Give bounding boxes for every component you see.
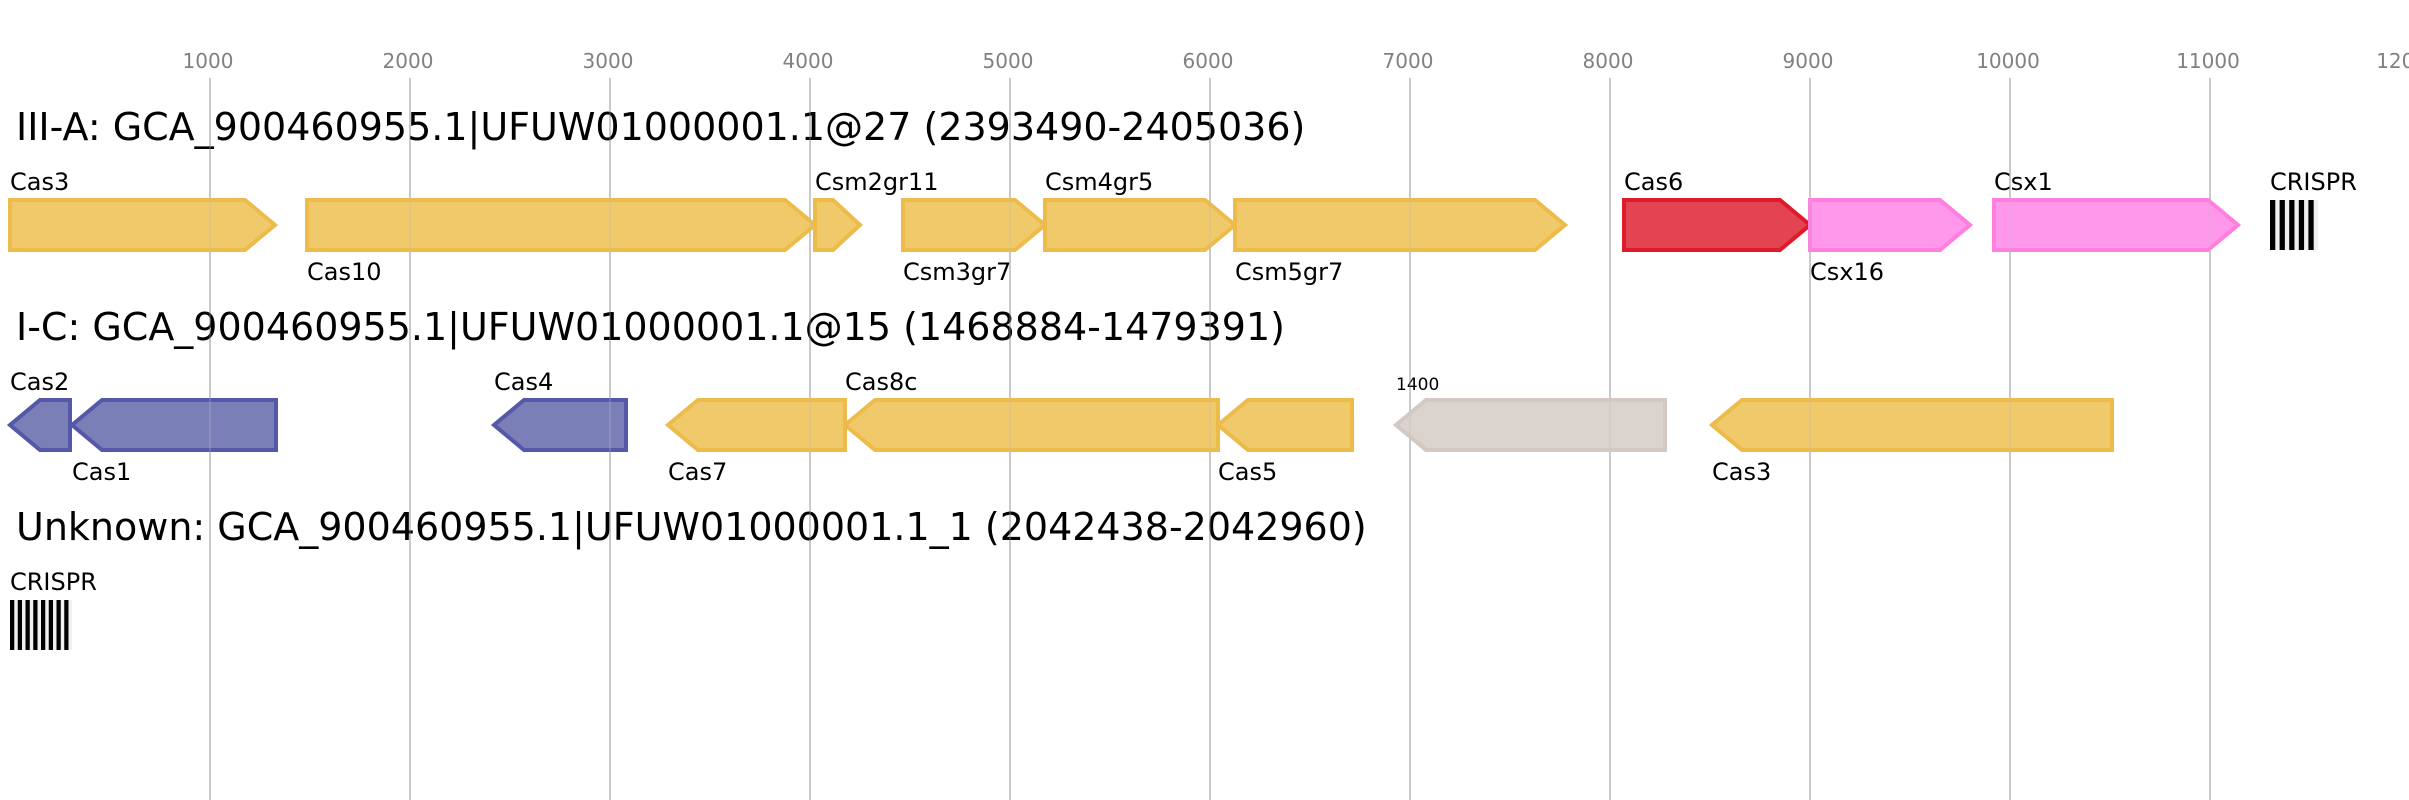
gene-shape [68,398,278,452]
crispr-repeat [2289,200,2295,250]
gene-arrow[interactable]: Cas1 [68,398,278,486]
crispr-repeat [33,600,38,650]
grid-overlay [209,78,2211,800]
axis-tick-label: 4000 [783,49,834,73]
gene-label: Csm2gr11 [815,168,939,196]
gene-label: Cas6 [1624,168,1683,196]
gene-arrow[interactable]: Cas10 [305,198,819,286]
gene-arrow[interactable]: 1400 [1392,375,1667,452]
gene-arrow[interactable]: Cas2 [6,368,72,452]
crispr-repeat [2279,200,2285,250]
gene-shape [841,398,1220,452]
gene-shape [1622,198,1814,252]
crispr-repeat [64,600,69,650]
gene-shape [1808,198,1974,252]
cluster-row: Unknown: GCA_900460955.1|UFUW01000001.1_… [10,505,1367,650]
crispr-repeat [2298,200,2305,250]
gene-label: Cas2 [10,368,69,396]
gene-shape [1708,398,2114,452]
gene-arrow[interactable]: Cas5 [1214,398,1354,486]
crispr-repeat [25,600,30,650]
axis-tick-label: 3000 [583,49,634,73]
gene-label: Cas1 [72,458,131,486]
cluster-row: III-A: GCA_900460955.1|UFUW01000001.1@27… [8,105,2357,286]
gene-arrow[interactable]: Cas3 [8,168,279,252]
gene-shape [1214,398,1354,452]
axis-tick-label: 2000 [383,49,434,73]
gene-label: CRISPR [2270,168,2357,196]
gene-shape [813,198,863,252]
gene-label: Csm4gr5 [1045,168,1153,196]
gene-arrow[interactable]: Cas8c [841,368,1220,452]
gene-label: Csx1 [1994,168,2053,196]
axis-tick-label: 10000 [1976,49,2040,73]
gene-label: Cas7 [668,458,727,486]
gene-arrow[interactable]: Csm5gr7 [1233,198,1569,286]
gene-arrow[interactable]: Cas7 [664,398,847,486]
gene-shape [1233,198,1569,252]
crispr-array[interactable]: CRISPR [2270,168,2357,250]
gene-arrow[interactable]: Csx1 [1992,168,2242,252]
gene-label: Cas3 [10,168,69,196]
axis-tick-label: 9000 [1783,49,1834,73]
axis-tick-label: 6000 [1183,49,1234,73]
cluster-title: I-C: GCA_900460955.1|UFUW01000001.1@15 (… [16,305,1285,350]
gene-arrow[interactable]: Csx16 [1808,198,1974,286]
gene-shape [8,198,279,252]
crispr-repeat [48,600,54,650]
gene-arrow[interactable]: Cas3 [1708,398,2114,486]
gene-arrow[interactable]: Csm3gr7 [901,198,1049,286]
gene-shape [1992,198,2242,252]
gene-label: Cas3 [1712,458,1771,486]
gene-label: Cas4 [494,368,553,396]
gene-label: Cas8c [845,368,917,396]
gene-shape [6,398,72,452]
crispr-array[interactable]: CRISPR [10,568,97,650]
cluster-row: I-C: GCA_900460955.1|UFUW01000001.1@15 (… [6,305,2114,486]
gene-rows: III-A: GCA_900460955.1|UFUW01000001.1@27… [6,105,2357,650]
gene-shape [490,398,628,452]
gene-arrow[interactable]: Csm4gr5 [1043,168,1239,252]
gene-shape [305,198,819,252]
crispr-repeat [2308,200,2314,250]
cluster-title: III-A: GCA_900460955.1|UFUW01000001.1@27… [16,105,1305,150]
gene-label: Csx16 [1810,258,1884,286]
gene-shape [1043,198,1239,252]
axis-tick-label: 12000 [2376,49,2409,73]
axis-tick-label: 7000 [1383,49,1434,73]
crispr-repeat [10,600,15,650]
gene-arrow[interactable]: Csm2gr11 [813,168,939,252]
gene-label: Csm3gr7 [903,258,1011,286]
gene-label: Cas5 [1218,458,1277,486]
crispr-repeat [17,600,23,650]
axis-tick-label: 8000 [1583,49,1634,73]
gene-label: Cas10 [307,258,382,286]
axis-tick-label: 5000 [983,49,1034,73]
axis-ticks: 1000 2000 3000 4000 5000 6000 7000 8000 9000 1000… [183,49,2409,73]
axis-tick-label: 1000 [183,49,234,73]
gene-arrow[interactable]: Cas6 [1622,168,1814,252]
axis-tick-label: 11000 [2176,49,2240,73]
cluster-title: Unknown: GCA_900460955.1|UFUW01000001.1_… [16,505,1367,550]
crispr-repeat [56,600,61,650]
crispr-repeat [2270,200,2276,250]
gene-shape [901,198,1049,252]
gene-shape [1392,398,1667,452]
gene-shape [664,398,847,452]
crispr-repeat [41,600,46,650]
gene-arrow[interactable]: Cas4 [490,368,628,452]
gene-label: 1400 [1396,375,1439,395]
gene-label: Csm5gr7 [1235,258,1343,286]
gene-label: CRISPR [10,568,97,596]
